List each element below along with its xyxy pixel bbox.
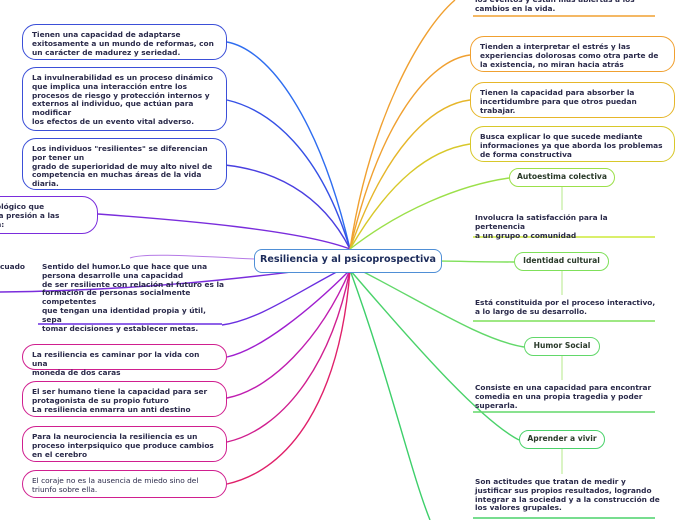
left-node-neuroscience[interactable]: Para la neurociencia la resiliencia es u… <box>22 426 227 462</box>
right-node-stress[interactable]: Tienden a interpretar el estrés y las ex… <box>470 36 675 72</box>
right-node-uncertainty[interactable]: Tienen la capacidad para absorber la inc… <box>470 82 675 118</box>
left-node-protagonist[interactable]: El ser humano tiene la capacidad para se… <box>22 381 227 417</box>
left-node-invulnerability[interactable]: La invulnerabilidad es un proceso dinámi… <box>22 67 227 131</box>
pill-social-humor[interactable]: Humor Social <box>524 337 600 356</box>
left-node-courage[interactable]: El coraje no es la ausencia de miedo sin… <box>22 470 227 498</box>
right-text-top-fragment: los eventos y están más abiertas a los c… <box>475 0 635 13</box>
pill-cultural-identity[interactable]: Identidad cultural <box>514 252 609 271</box>
left-node-two-sided-coin[interactable]: La resiliencia es caminar por la vida co… <box>22 344 227 376</box>
pill-learn-to-live[interactable]: Aprender a vivir <box>519 430 605 449</box>
left-node-resilient-individuals[interactable]: Los individuos "resilientes" se diferenc… <box>22 138 227 190</box>
desc-cultural-identity: Está constituida por el proceso interact… <box>475 298 656 316</box>
central-topic[interactable]: Resiliencia y al psicoprospectiva <box>254 249 442 273</box>
left-text-fragment-cuado: cuado <box>0 262 25 271</box>
desc-social-humor: Consiste en una capacidad para encontrar… <box>475 383 652 410</box>
desc-collective-self-esteem: Involucra la satisfacción para la perten… <box>475 213 608 240</box>
right-node-explain[interactable]: Busca explicar lo que sucede mediante in… <box>470 126 675 162</box>
left-node-sense-of-humor[interactable]: Sentido del humor.Lo que hace que una pe… <box>42 262 225 333</box>
left-node-psychological-fragment[interactable]: ológico que la presión a las n: <box>0 196 98 234</box>
left-node-adaptation[interactable]: Tienen una capacidad de adaptarse exitos… <box>22 24 227 60</box>
pill-collective-self-esteem[interactable]: Autoestima colectiva <box>509 168 615 187</box>
desc-learn-to-live: Son actitudes que tratan de medir y just… <box>475 477 660 513</box>
